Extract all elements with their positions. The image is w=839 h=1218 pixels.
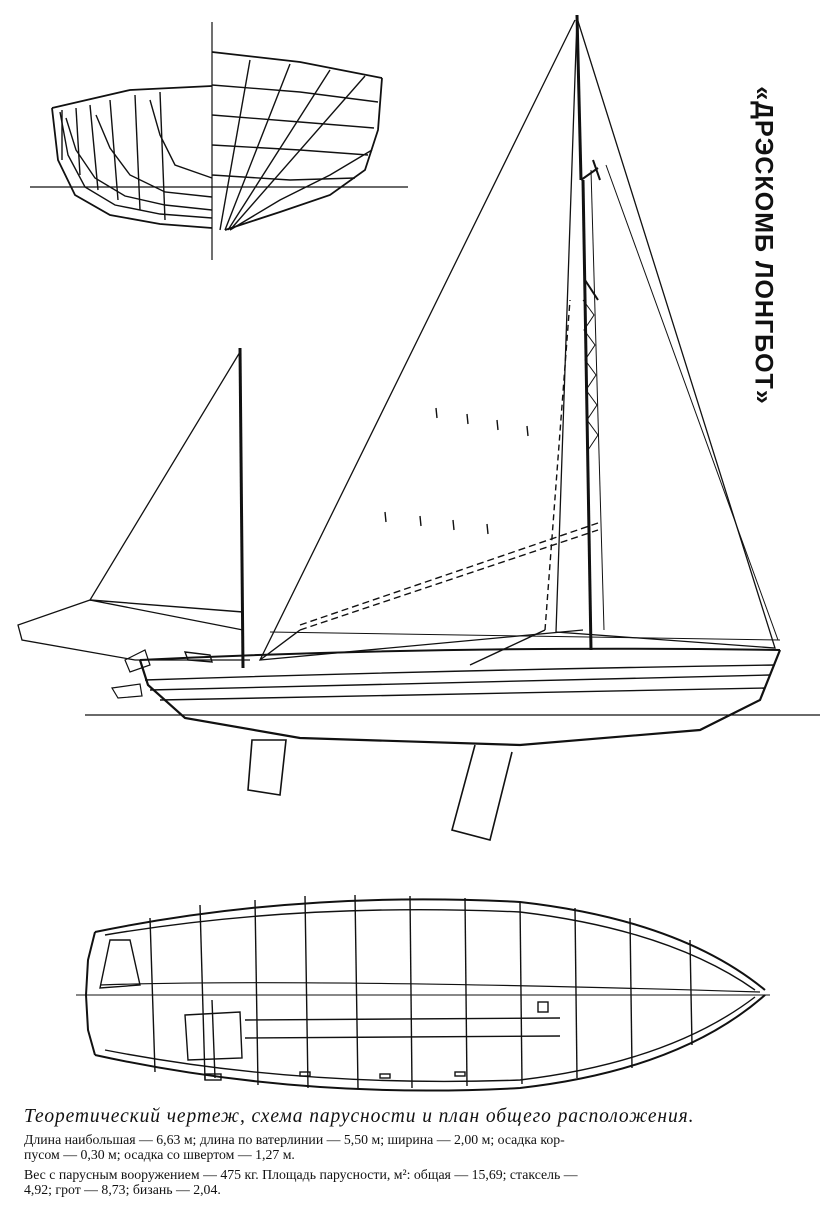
caption-heading: Теоретический чертеж, схема парусности и… [24,1106,695,1127]
caption-block: Теоретический чертеж, схема парусности и… [24,1106,836,1197]
plan-view-drawing [76,894,770,1092]
caption-line-4: 4,92; грот — 8,73; бизань — 2,04. [24,1182,221,1197]
body-plan-drawing [30,22,408,260]
sail-plan-drawing [17,14,779,669]
boat-title: «ДРЭСКОМБ ЛОНГБОТ» [749,85,778,405]
caption-line-1: Длина наибольшая — 6,63 м; длина по вате… [24,1132,565,1147]
side-profile-drawing [85,629,820,841]
technical-drawing [17,14,820,1092]
caption-line-2: пусом — 0,30 м; осадка со швертом — 1,27… [24,1147,295,1162]
caption-line-3: Вес с парусным вооружением — 475 кг. Пло… [24,1167,578,1182]
vertical-title: «ДРЭСКОМБ ЛОНГБОТ» [733,60,793,430]
